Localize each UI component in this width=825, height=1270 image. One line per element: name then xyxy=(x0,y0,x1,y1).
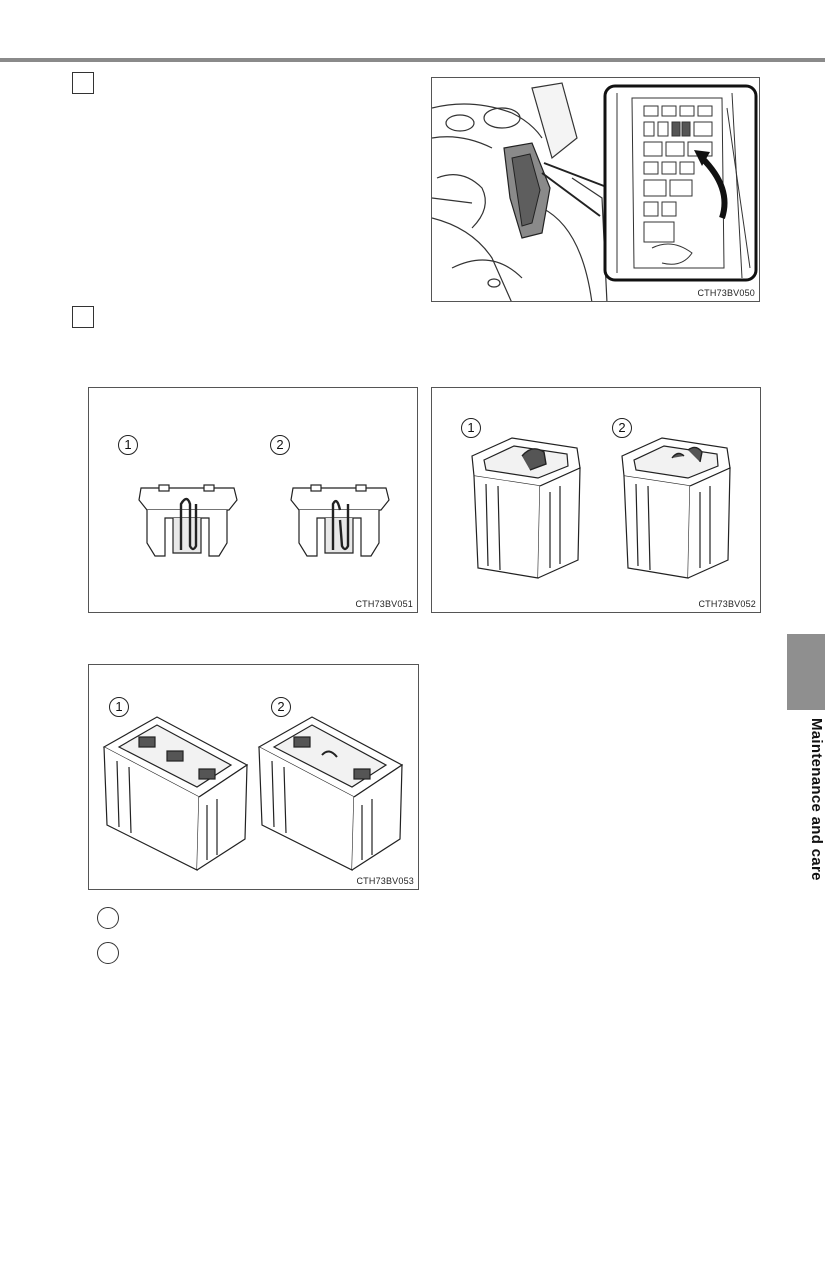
fuse-label-1: 1 xyxy=(461,418,481,438)
fuse-type-a-figure: 1 2 CTH73BV051 xyxy=(88,387,418,613)
figure-code: CTH73BV053 xyxy=(356,876,414,886)
fuse-label-1: 1 xyxy=(109,697,129,717)
engine-compartment-figure: CTH73BV050 xyxy=(431,77,760,302)
header-rule xyxy=(0,58,825,62)
engine-compartment-illustration xyxy=(432,82,758,301)
fuse-label-2: 2 xyxy=(612,418,632,438)
legend-marker-1 xyxy=(97,907,119,929)
cartridge-fuse-illustration xyxy=(471,437,731,579)
step-2-checkbox xyxy=(72,306,94,328)
fuse-type-c-figure: 1 2 CTH73BV053 xyxy=(88,664,419,890)
section-side-label: Maintenance and care xyxy=(808,718,825,881)
figure-code: CTH73BV052 xyxy=(698,599,756,609)
large-fuse-illustration xyxy=(102,716,404,871)
fuse-type-b-figure: 1 2 CTH73BV052 xyxy=(431,387,761,613)
blade-fuse-illustration xyxy=(138,484,390,557)
figure-code: CTH73BV050 xyxy=(697,288,755,298)
legend-marker-2 xyxy=(97,942,119,964)
fuse-label-1: 1 xyxy=(118,435,138,455)
fuse-label-2: 2 xyxy=(271,697,291,717)
figure-code: CTH73BV051 xyxy=(355,599,413,609)
fuse-label-2: 2 xyxy=(270,435,290,455)
step-1-checkbox xyxy=(72,72,94,94)
section-side-tab xyxy=(787,634,825,710)
